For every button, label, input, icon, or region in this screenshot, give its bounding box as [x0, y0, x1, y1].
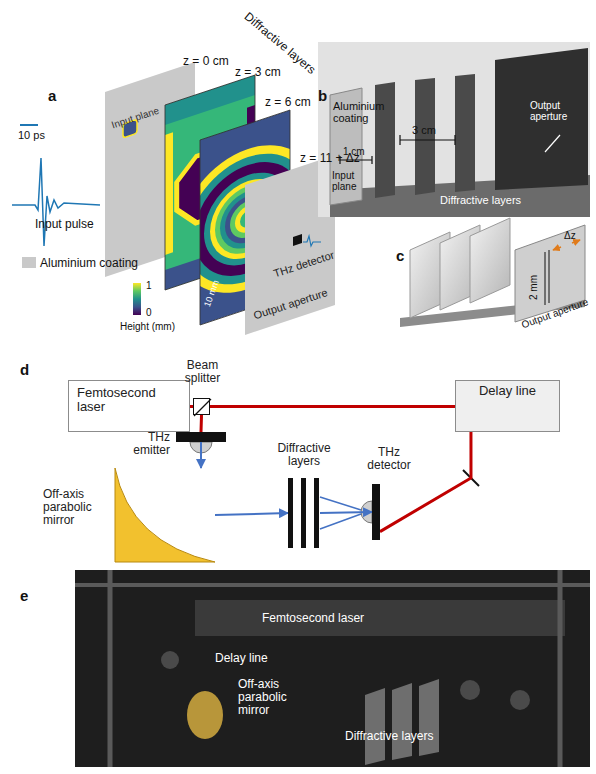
- panel-letter: e: [20, 588, 28, 605]
- height-colorbar: [133, 283, 141, 315]
- input-pulse-waveform: [12, 158, 100, 246]
- dimension: 2 mm: [528, 275, 539, 300]
- detector-aperture: [293, 234, 302, 246]
- frame-rail: [558, 570, 563, 767]
- layer-pattern: [165, 132, 173, 255]
- signal-name: Input pulse: [35, 218, 94, 231]
- part-name: Output aperture: [520, 296, 590, 330]
- optic-mount: [460, 680, 480, 700]
- dimension-bracket: [400, 135, 455, 145]
- layer-plate: [375, 82, 395, 198]
- thz-beam: [320, 497, 361, 529]
- photo-background: [75, 570, 590, 767]
- node-label: Diffractive layers: [264, 442, 344, 468]
- node-label: THz emitter: [114, 431, 170, 457]
- optic-mount: [510, 690, 530, 710]
- photo-label: Femtosecond laser: [262, 612, 364, 625]
- time-scale: 10 ps: [18, 129, 45, 141]
- panel-letter: a: [48, 88, 56, 105]
- position-label: z = 3 cm: [235, 66, 281, 79]
- legend-entry: Aluminium coating: [22, 256, 152, 270]
- node-label: Delay line: [456, 384, 559, 398]
- output-waveform: [303, 236, 321, 246]
- laser-beam: [200, 415, 204, 432]
- fold-mirror: [463, 470, 479, 486]
- mirror-photo: [187, 691, 223, 739]
- layers-photo: [365, 688, 385, 765]
- node-label: Femtosecond laser: [77, 386, 172, 415]
- photo-label: Off-axis parabolic mirror: [238, 678, 318, 718]
- dimension: 1 cm: [343, 146, 365, 157]
- position-label: z = 0 cm: [183, 55, 229, 68]
- colorbar-tick: 0: [146, 307, 152, 318]
- thz-detector: THz detector: [372, 484, 380, 540]
- emitter-lens: [190, 442, 212, 453]
- thz-beam: [200, 442, 202, 468]
- layer-bar: [288, 478, 293, 548]
- dimension: Δz: [564, 230, 576, 241]
- photo-label: Diffractive layers: [345, 730, 433, 743]
- laser-housing: [195, 600, 565, 636]
- legend-swatch: [22, 257, 36, 268]
- node-label: Off-axis parabolic mirror: [43, 488, 109, 528]
- layer-pattern: [165, 75, 255, 125]
- thz-emitter: THz emitter: [176, 432, 226, 442]
- optic-mount: [161, 651, 179, 669]
- position-label: z = 6 cm: [265, 96, 311, 109]
- plane-name: Input plane: [110, 105, 160, 131]
- dimension: 3 cm: [412, 124, 436, 136]
- frame-rail: [75, 583, 590, 587]
- thz-beam: [215, 513, 288, 515]
- layers-photo: [392, 683, 412, 760]
- panel-letter: c: [396, 248, 404, 265]
- detector-lens: [361, 501, 372, 523]
- part-name: Input plane: [332, 170, 366, 192]
- colorbar-tick: 1: [146, 280, 152, 291]
- photo-label: Delay line: [215, 652, 268, 665]
- panel-letter: b: [318, 88, 327, 105]
- legend-text: Aluminium coating: [40, 256, 138, 270]
- part-name: Diffractive layers: [440, 194, 521, 206]
- part-name: THz detector: [272, 249, 336, 280]
- frame-rail: [108, 570, 113, 767]
- aperture-slit: [545, 250, 549, 305]
- part-name: Output aperture: [252, 286, 329, 321]
- splitter-diagonal: [194, 399, 211, 416]
- photo-background: [318, 42, 590, 217]
- node-label: THz detector: [358, 446, 420, 472]
- layer-plate: [415, 78, 435, 195]
- dimension: 10 mm: [203, 279, 222, 308]
- parabolic-mirror: Off-axis parabolic mirror: [115, 468, 215, 562]
- time-scale-bar: [20, 124, 38, 126]
- node-label: Beam splitter: [174, 359, 231, 385]
- mirror-body: [115, 468, 215, 562]
- layer-sheet: [470, 218, 510, 303]
- beam-splitter: Beam splitter: [193, 398, 210, 415]
- mirror-outline: [115, 468, 215, 562]
- splitter-outline: [194, 399, 211, 416]
- layer-plate: [455, 74, 475, 192]
- layers-outline: [288, 478, 320, 548]
- part-name: Aluminium coating: [333, 100, 393, 124]
- output-plate: [495, 48, 588, 190]
- layer-bar: [301, 478, 306, 548]
- delay-line-box: Delay line: [455, 380, 560, 432]
- laser-beam: [210, 405, 455, 408]
- panel-letter: d: [20, 362, 29, 379]
- colorbar-title: Height (mm): [120, 321, 175, 332]
- part-name: Output aperture: [530, 100, 585, 122]
- diffractive-layers: Diffractive layers: [288, 478, 320, 548]
- layers-photo: [419, 679, 439, 756]
- dz-arrow: [553, 247, 561, 250]
- thz-beam: [320, 512, 372, 513]
- leader-line: [545, 135, 560, 152]
- layer-bar: [314, 478, 319, 548]
- laser-box: Femtosecond laser: [68, 380, 190, 432]
